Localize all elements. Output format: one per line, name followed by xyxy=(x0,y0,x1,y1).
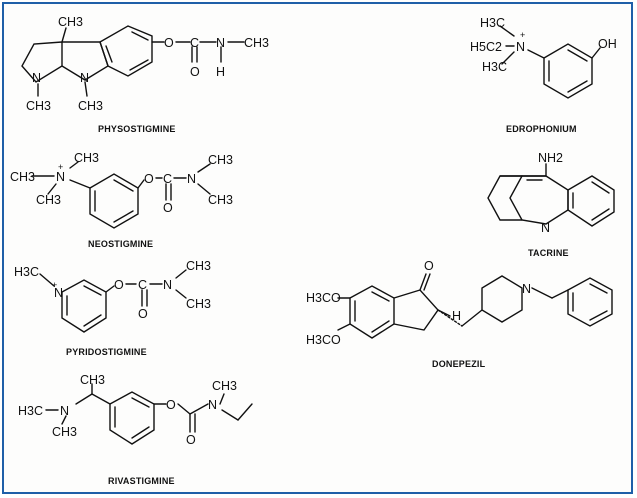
neostigmine-atom-6: C xyxy=(163,172,172,186)
edrophonium-structure: H3C H5C2 N H3C OH + EDROPHONIUM xyxy=(470,16,617,134)
rivastigmine-atom-2: N xyxy=(60,404,69,418)
pyridostigmine-atom-0: H3C xyxy=(14,265,39,279)
neostigmine-atom-3: CH3 xyxy=(36,193,61,207)
tacrine-structure: NH2 N TACRINE xyxy=(487,151,615,258)
pyridostigmine-atom-3: O xyxy=(114,278,124,292)
rivastigmine-atom-7: O xyxy=(186,433,196,447)
neostigmine-name: NEOSTIGMINE xyxy=(88,239,153,249)
tacrine-name: TACRINE xyxy=(528,248,569,258)
donepezil-atom-3: H xyxy=(452,309,461,323)
pyridostigmine-atom-8: O xyxy=(138,307,148,321)
neostigmine-atom-2: N xyxy=(56,170,65,184)
physostigmine-atom-1: N xyxy=(32,71,41,85)
physostigmine-atom-3: CH3 xyxy=(26,99,51,113)
rivastigmine-structure: CH3 H3C N CH3 O CH3 N O RIVASTIGMINE xyxy=(18,373,253,486)
pyridostigmine-atom-5: N xyxy=(163,278,172,292)
rivastigmine-name: RIVASTIGMINE xyxy=(108,476,175,486)
physostigmine-atom-6: C xyxy=(190,36,199,50)
neostigmine-atom-9: CH3 xyxy=(208,193,233,207)
donepezil-name: DONEPEZIL xyxy=(432,359,486,369)
physostigmine-structure: CH3 N N CH3 CH3 O C N CH3 O H PHYSOSTIGM… xyxy=(21,15,269,134)
pyridostigmine-charge: + xyxy=(52,280,57,290)
donepezil-structure: O H3CO H3CO H N DONEPEZIL xyxy=(306,259,613,369)
neostigmine-structure: CH3 CH3 N CH3 + O C N CH3 CH3 O NEOSTIGM… xyxy=(10,151,233,249)
pyridostigmine-structure: H3C N + O C N CH3 CH3 O PYRIDOSTIGMINE xyxy=(14,259,211,357)
physostigmine-name: PHYSOSTIGMINE xyxy=(98,124,176,134)
rivastigmine-atom-6: N xyxy=(208,398,217,412)
donepezil-atom-4: N xyxy=(522,282,531,296)
neostigmine-atom-1: CH3 xyxy=(10,170,35,184)
figure-frame xyxy=(2,2,633,494)
rivastigmine-atom-0: CH3 xyxy=(80,373,105,387)
physostigmine-atom-4: CH3 xyxy=(78,99,103,113)
physostigmine-atom-10: H xyxy=(216,65,225,79)
edrophonium-atom-3: H3C xyxy=(482,60,507,74)
edrophonium-name: EDROPHONIUM xyxy=(506,124,577,134)
physostigmine-atom-8: CH3 xyxy=(244,36,269,50)
pyridostigmine-atom-7: CH3 xyxy=(186,297,211,311)
neostigmine-atom-5: O xyxy=(144,172,154,186)
donepezil-atom-2: H3CO xyxy=(306,333,341,347)
physostigmine-atom-2: N xyxy=(80,71,89,85)
edrophonium-atom-1: H5C2 xyxy=(470,40,502,54)
pyridostigmine-atom-6: CH3 xyxy=(186,259,211,273)
edrophonium-atom-0: H3C xyxy=(480,16,505,30)
tacrine-atom-0: NH2 xyxy=(538,151,563,165)
rivastigmine-atom-5: CH3 xyxy=(212,379,237,393)
neostigmine-atom-0: CH3 xyxy=(74,151,99,165)
donepezil-atom-0: O xyxy=(424,259,434,273)
neostigmine-atom-8: CH3 xyxy=(208,153,233,167)
physostigmine-atom-7: N xyxy=(216,36,225,50)
neostigmine-atom-7: N xyxy=(187,172,196,186)
pyridostigmine-name: PYRIDOSTIGMINE xyxy=(66,347,147,357)
pyridostigmine-atom-1: N xyxy=(54,286,63,300)
rivastigmine-atom-3: CH3 xyxy=(52,425,77,439)
edrophonium-atom-4: OH xyxy=(598,37,617,51)
edrophonium-atom-2: N xyxy=(516,40,525,54)
tacrine-atom-1: N xyxy=(541,221,550,235)
neostigmine-atom-10: O xyxy=(163,201,173,215)
physostigmine-atom-5: O xyxy=(164,36,174,50)
edrophonium-charge: + xyxy=(520,30,525,40)
pyridostigmine-atom-4: C xyxy=(138,278,147,292)
physostigmine-atom-0: CH3 xyxy=(58,15,83,29)
donepezil-atom-1: H3CO xyxy=(306,291,341,305)
rivastigmine-atom-4: O xyxy=(166,398,176,412)
rivastigmine-atom-1: H3C xyxy=(18,404,43,418)
physostigmine-atom-9: O xyxy=(190,65,200,79)
neostigmine-charge: + xyxy=(58,162,63,172)
